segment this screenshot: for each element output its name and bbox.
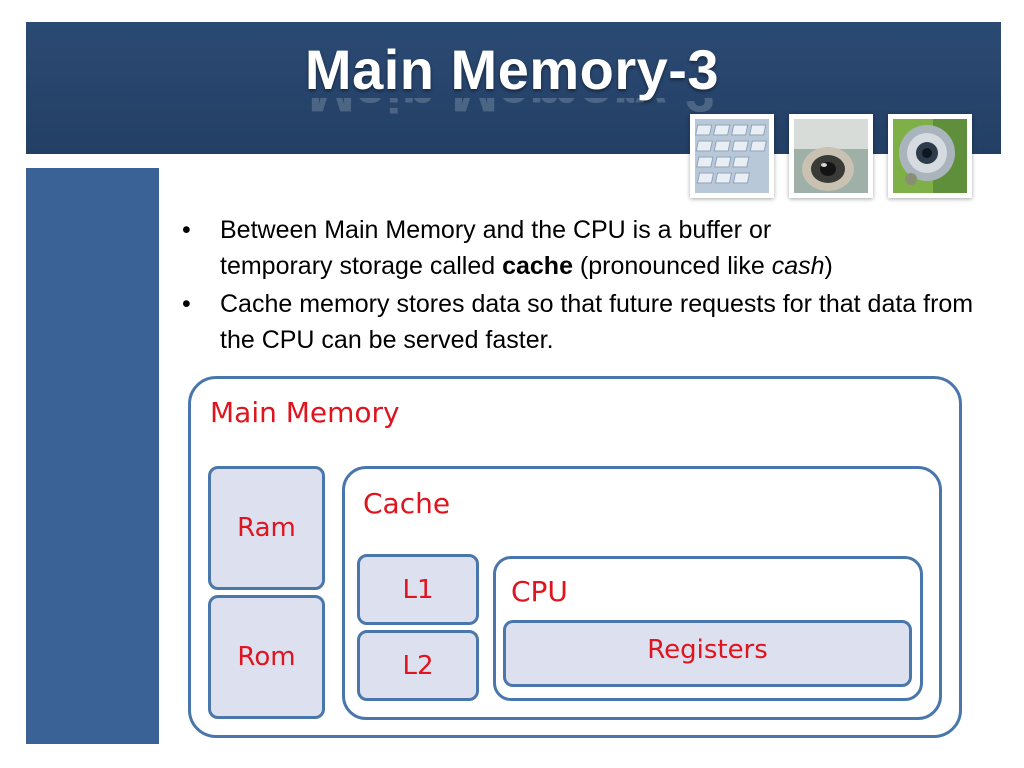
main-memory-label: Main Memory xyxy=(210,396,400,429)
cpu-label: CPU xyxy=(511,575,568,608)
ram-box: Ram xyxy=(208,466,325,590)
camera-lens-photo-icon xyxy=(789,114,873,198)
l1-label: L1 xyxy=(402,574,434,605)
cache-label: Cache xyxy=(363,487,451,520)
bullet-item: • Between Main Memory and the CPU is a b… xyxy=(182,216,833,280)
bullet-italic-term: cash xyxy=(771,252,825,280)
registers-label: Registers xyxy=(647,635,768,665)
webcam-photo-icon xyxy=(888,114,972,198)
bullet-text: Between Main Memory and the CPU is a buf… xyxy=(220,216,772,280)
bullet-list: • Between Main Memory and the CPU is a b… xyxy=(180,212,980,360)
rom-label: Rom xyxy=(237,642,296,672)
rom-box: Rom xyxy=(208,595,325,719)
l2-box: L2 xyxy=(357,630,479,701)
l1-box: L1 xyxy=(357,554,479,625)
bullet-text: Cache memory stores data so that future … xyxy=(220,290,974,354)
keyboard-photo-icon xyxy=(690,114,774,198)
slide-title: Main Memory-3 xyxy=(304,38,720,101)
bullet-text: ) xyxy=(824,252,833,280)
bullet-text: (pronounced like xyxy=(572,252,772,280)
bullet-item: • Cache memory stores data so that futur… xyxy=(182,290,974,354)
bullet-bold-term: cache xyxy=(502,252,573,280)
side-bar xyxy=(26,168,159,744)
registers-box: Registers xyxy=(503,620,912,687)
ram-label: Ram xyxy=(237,513,296,543)
l2-label: L2 xyxy=(402,650,434,681)
